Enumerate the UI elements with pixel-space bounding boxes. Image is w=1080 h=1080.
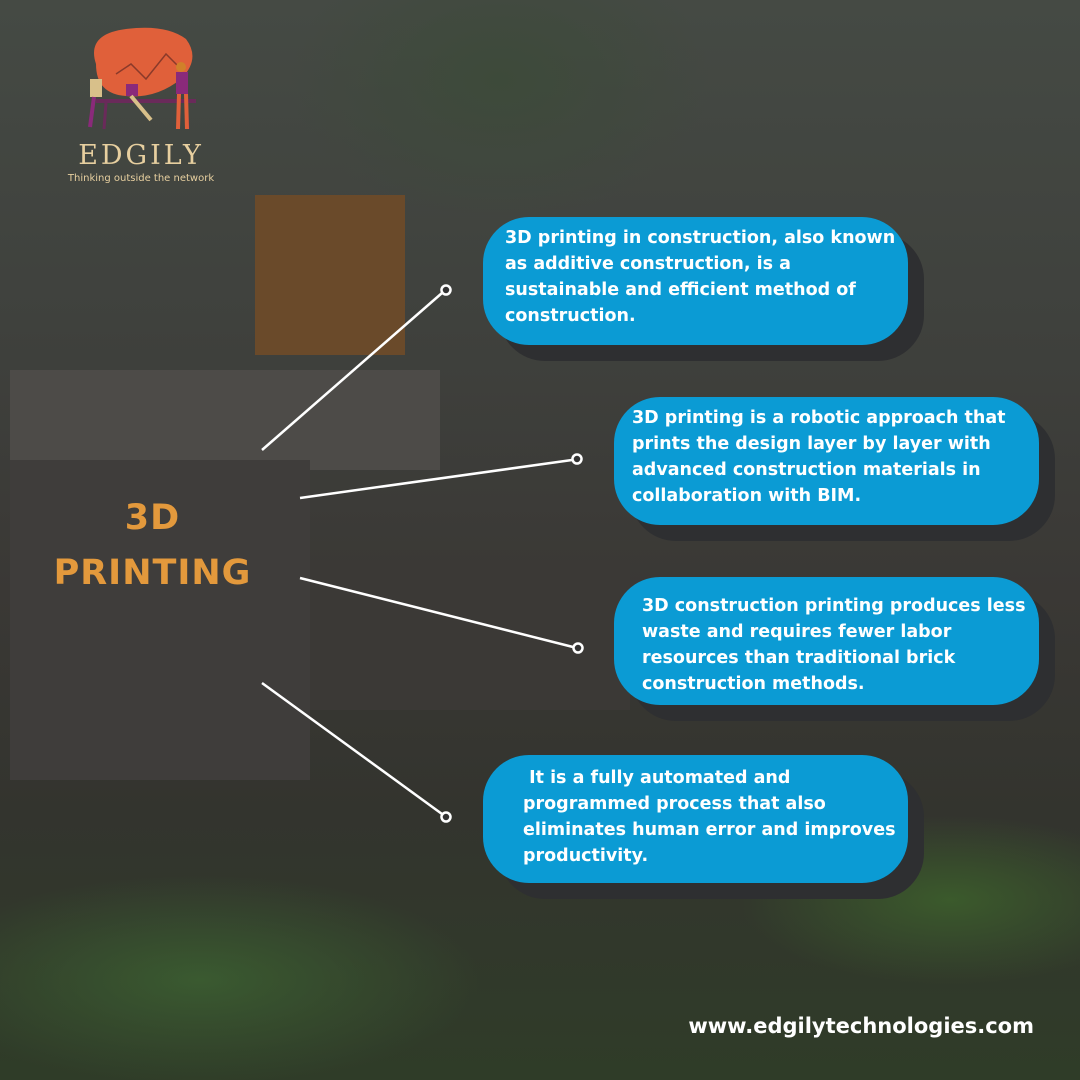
connector-line-4: [261, 681, 443, 816]
background-wall: [310, 560, 630, 710]
title-line-2: PRINTING: [53, 553, 252, 593]
background-wall: [10, 370, 440, 470]
background-wall: [255, 195, 405, 355]
connector-line-1: [261, 292, 443, 451]
team-illustration-icon: [88, 27, 196, 130]
fact-box-3: 3D construction printing produces less w…: [614, 577, 1039, 705]
connector-dot-1: [440, 284, 452, 296]
fact-box-4: It is a fully automated and programmed p…: [483, 755, 908, 883]
fact-box-2: 3D printing is a robotic approach that p…: [614, 397, 1039, 525]
brand-tagline: Thinking outside the network: [67, 173, 215, 184]
background-wall: [10, 460, 310, 780]
connector-line-2: [299, 458, 573, 500]
website-link[interactable]: www.edgilytechnologies.com: [688, 1014, 1034, 1038]
fact-box-1: 3D printing in construction, also known …: [483, 217, 908, 345]
title-line-1: 3D: [124, 498, 181, 538]
connector-line-3: [299, 576, 574, 649]
connector-dot-3: [572, 642, 584, 654]
brand-name: EDGILY: [78, 140, 204, 171]
connector-dot-4: [440, 811, 452, 823]
connector-dot-2: [571, 453, 583, 465]
edgily-logo: EDGILY Thinking outside the network: [66, 24, 216, 184]
